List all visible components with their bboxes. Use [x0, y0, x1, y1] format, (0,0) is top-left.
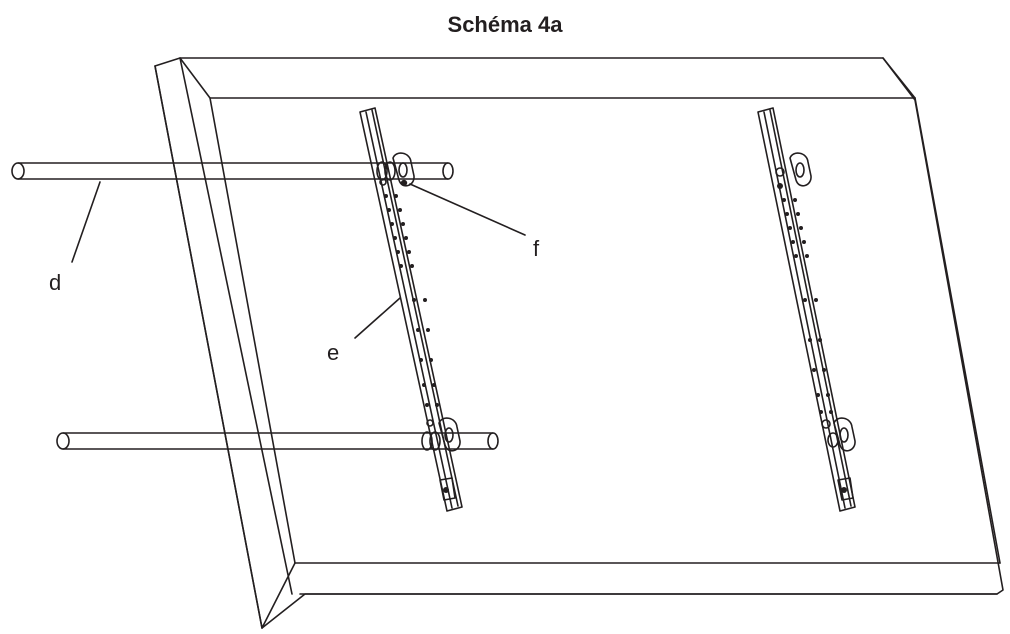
callout-label-d: d — [49, 270, 61, 295]
panel-top-bevel — [179, 57, 916, 99]
left-bracket — [359, 107, 463, 512]
callout-label-f: f — [533, 236, 540, 261]
panel-left-edge — [154, 65, 263, 629]
panel-outline — [154, 57, 1004, 629]
diagram-title: Schéma 4a — [447, 12, 563, 37]
tv-panel — [154, 57, 1004, 629]
right-bracket-holes — [777, 183, 847, 493]
leader-line-f — [409, 183, 526, 236]
leader-line-e — [354, 297, 401, 339]
leader-line-d — [71, 181, 101, 263]
right-bracket — [757, 107, 856, 512]
callout-label-e: e — [327, 340, 339, 365]
left-bracket-holes — [384, 179, 449, 493]
upper-rod — [11, 161, 454, 181]
lower-rod — [56, 431, 499, 451]
